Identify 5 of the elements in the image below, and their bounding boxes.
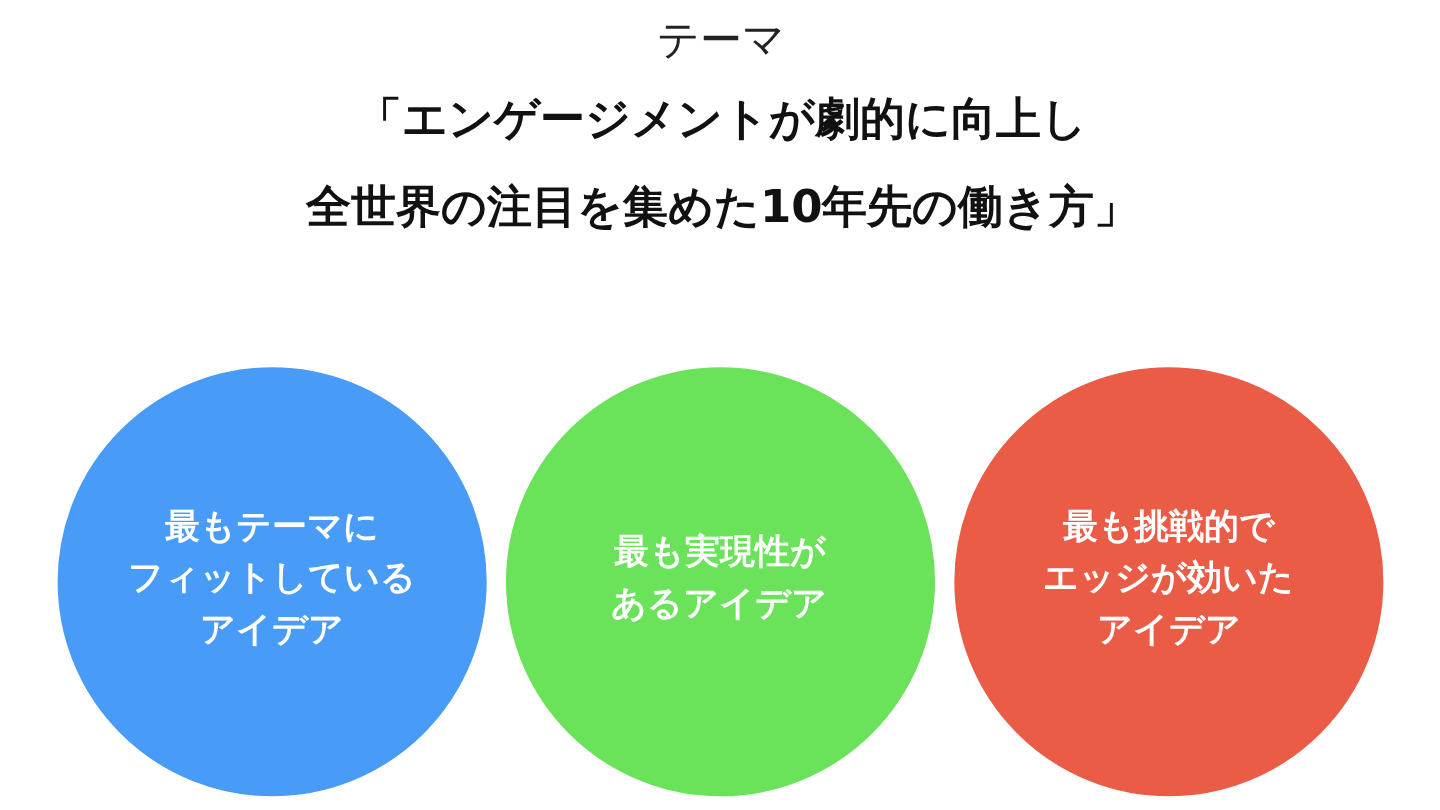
diagram-title: テーマ [656,15,785,65]
node-circle: 最もテーマにフィットしているアイデア [57,367,487,797]
label: 「エンゲージメントが劇的に向上し全世界の注目を集めた10年先の働き方」 [305,92,1140,234]
node-circle: 最も挑戦的でエッジが効いたアイデア [953,367,1383,797]
node-circle: 最も実現性があるアイデア [505,367,935,797]
